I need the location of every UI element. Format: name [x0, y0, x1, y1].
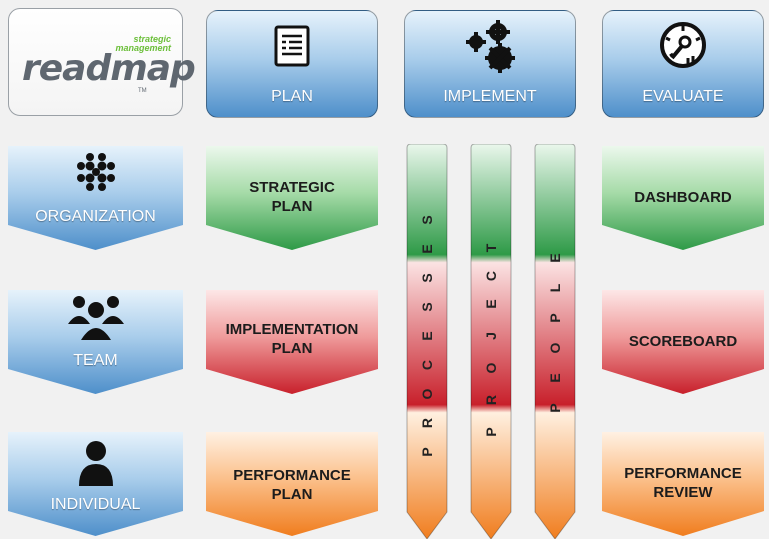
strategic-plan-tile: STRATEGIC PLAN — [206, 146, 378, 250]
logo-tagline-management: management — [115, 43, 171, 53]
dashboard-background — [602, 146, 764, 250]
performance-plan-line1: PERFORMANCE — [233, 467, 351, 484]
logo-background — [8, 8, 183, 116]
strategic-plan-line2: PLAN — [271, 198, 313, 215]
strategic-plan-line1: STRATEGIC — [249, 179, 335, 196]
evaluate-header-tile: EVALUATE — [602, 10, 764, 118]
organization-background — [8, 146, 183, 250]
dashboard-label: DASHBOARD — [634, 189, 732, 206]
implementation-plan-line1: IMPLEMENTATION — [225, 321, 359, 338]
team-icon — [67, 296, 124, 340]
organization-label: ORGANIZATION — [35, 208, 156, 225]
performance-review-line1: PERFORMANCE — [624, 465, 742, 482]
performance-plan-line2: PLAN — [271, 486, 313, 503]
implementation-plan-line2: PLAN — [271, 340, 313, 357]
implement-header-label: IMPLEMENT — [443, 88, 537, 105]
implementation-plan-tile: IMPLEMENTATION PLAN — [206, 290, 378, 394]
gauge-icon — [660, 22, 706, 68]
team-tile: TEAM — [8, 290, 183, 394]
logo-trademark: TM — [138, 88, 147, 94]
evaluate-header-label: EVALUATE — [642, 88, 724, 105]
people-letter-6: E — [547, 253, 563, 263]
scoreboard-background — [602, 290, 764, 394]
document-icon — [274, 25, 310, 67]
implement-header-tile: IMPLEMENT — [404, 10, 576, 118]
readmap-logo-tile: strategic management readmap TM — [8, 8, 196, 116]
processes-arrow-shape — [406, 144, 448, 539]
individual-label: INDIVIDUAL — [50, 496, 141, 513]
people-arrow: P E O P L E — [533, 144, 577, 539]
strategic-plan-background — [206, 146, 378, 250]
projects-arrow: P R O J E C T S — [469, 144, 513, 539]
scoreboard-label: SCOREBOARD — [628, 333, 738, 350]
performance-review-line2: REVIEW — [653, 484, 713, 501]
performance-plan-tile: PERFORMANCE PLAN — [206, 432, 378, 536]
person-icon — [78, 441, 113, 486]
processes-letter-9: S — [419, 215, 435, 225]
people-arrow-shape — [534, 144, 576, 539]
implementation-plan-background — [206, 290, 378, 394]
plan-header-label: PLAN — [271, 88, 313, 105]
performance-plan-background — [206, 432, 378, 536]
performance-review-background — [602, 432, 764, 536]
individual-tile: INDIVIDUAL — [8, 432, 183, 536]
logo-tagline-strategic: strategic — [133, 34, 171, 44]
gears-icon — [466, 20, 515, 73]
projects-arrow-shape — [470, 144, 512, 539]
organization-cluster-icon — [76, 153, 115, 191]
team-label: TEAM — [73, 352, 118, 369]
performance-review-tile: PERFORMANCE REVIEW — [602, 432, 764, 536]
logo-wordmark: readmap — [22, 48, 196, 89]
dashboard-tile: DASHBOARD — [602, 146, 764, 250]
scoreboard-tile: SCOREBOARD — [602, 290, 764, 394]
organization-tile: ORGANIZATION — [8, 146, 183, 250]
projects-letter-7: T — [483, 243, 499, 253]
processes-arrow: P R O C E S S E S — [405, 144, 449, 539]
plan-header-tile: PLAN — [206, 10, 378, 118]
